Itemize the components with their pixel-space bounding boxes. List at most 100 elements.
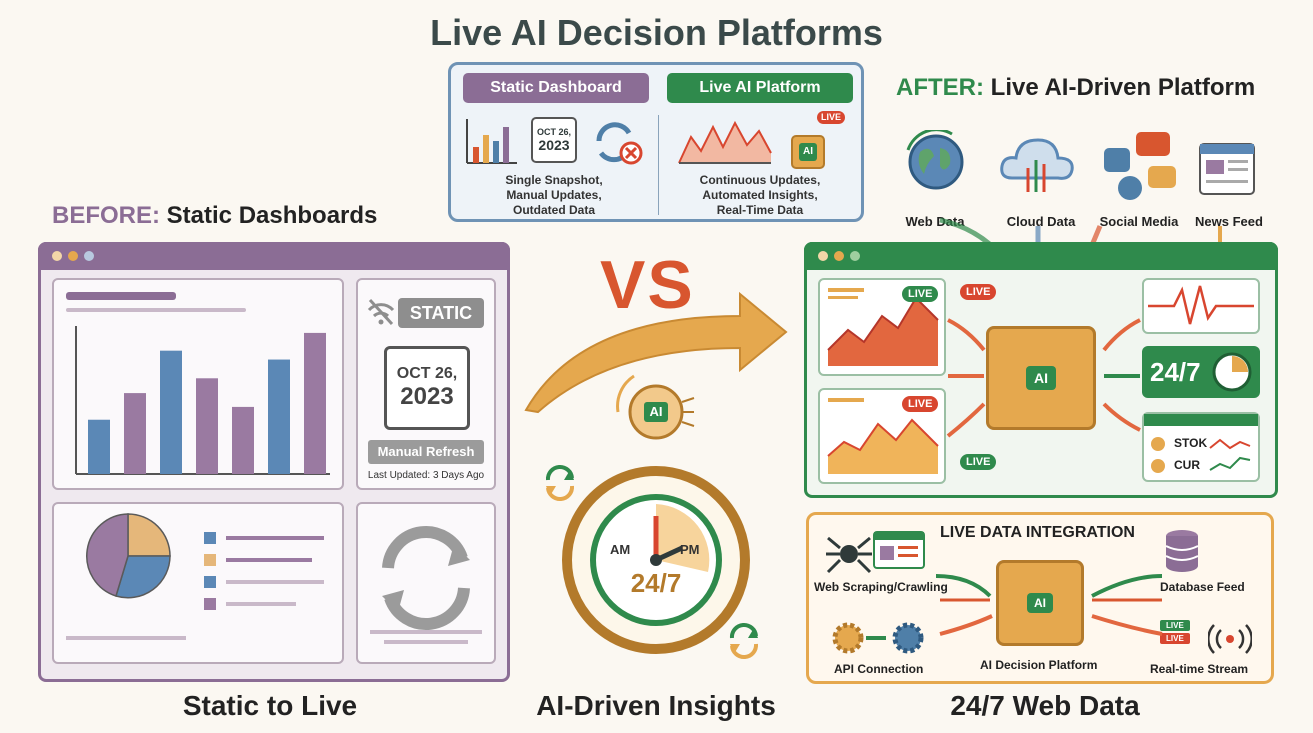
live-badge: LIVE <box>902 286 939 302</box>
caption-247-web-data: 24/7 Web Data <box>950 690 1140 721</box>
source-web-data: Web Data <box>905 214 965 229</box>
am-label: AM <box>610 542 631 557</box>
window-dot <box>818 251 828 261</box>
heartbeat-icon <box>1148 285 1254 325</box>
before-heading-text: Static Dashboards <box>166 202 378 229</box>
calendar-year: 2023 <box>538 137 570 153</box>
static-note: Manual Updates, <box>506 188 602 202</box>
database-feed-label: Database Feed <box>1160 580 1245 594</box>
ai-chip-label: AI <box>1027 593 1053 613</box>
window-dot <box>850 251 860 261</box>
realtime-stream-label: Real-time Stream <box>1150 662 1249 676</box>
api-gears-icon <box>832 622 924 654</box>
static-note: Single Snapshot, <box>505 173 603 187</box>
news-feed-icon <box>1199 143 1255 195</box>
window-dot <box>834 251 844 261</box>
caption-ai-driven-insights: AI-Driven Insights <box>536 690 776 721</box>
clock-247: 24/7 <box>630 568 682 598</box>
window-titlebar <box>38 242 510 270</box>
after-heading-text: Live AI-Driven Platform <box>990 74 1256 101</box>
cycle-icon <box>545 465 575 501</box>
live-platform-label: Live AI Platform <box>667 73 853 103</box>
live-chart-panel: LIVE <box>818 278 946 376</box>
broadcast-icon <box>1208 624 1252 654</box>
cloud-icon <box>1000 138 1074 192</box>
wifi-off-icon <box>367 298 395 326</box>
api-connection-label: API Connection <box>834 662 924 676</box>
database-icon <box>1165 530 1199 572</box>
calendar-month: OCT 26, <box>396 365 458 382</box>
bar <box>232 406 254 474</box>
before-keyword: BEFORE: <box>52 202 160 229</box>
live-badge: LIVE <box>1160 633 1190 644</box>
web-scraping-label: Web Scraping/Crawling <box>814 580 948 594</box>
after-heading: AFTER: Live AI-Driven Platform <box>896 74 1255 102</box>
ai-platform-chip: AI <box>986 326 1096 430</box>
stock-label: STOK <box>1174 436 1208 450</box>
last-updated-text: Last Updated: 3 Days Ago <box>367 470 485 481</box>
before-heading: BEFORE: Static Dashboards <box>52 202 377 230</box>
market-panel: STOK CUR <box>1142 412 1260 482</box>
comparison-box: Static Dashboard Live AI Platform OCT 26… <box>448 62 864 222</box>
bar <box>196 378 218 474</box>
ai-brain-icon: AI <box>616 372 696 452</box>
manual-refresh-button[interactable]: Manual Refresh <box>368 440 484 464</box>
calendar-icon: OCT 26, 2023 <box>384 346 470 430</box>
globe-icon <box>906 130 964 190</box>
vs-label: VS <box>600 247 695 323</box>
transition-arrow-icon <box>524 291 788 414</box>
live-note: Continuous Updates, <box>699 173 821 187</box>
source-news-feed: News Feed <box>1195 214 1263 229</box>
live-note: Real-Time Data <box>716 203 804 217</box>
static-notes: Single Snapshot, Manual Updates, Outdate… <box>459 173 649 218</box>
live-badge: LIVE <box>817 111 846 124</box>
static-badge: STATIC <box>398 298 484 328</box>
live-badge: LIVE <box>902 396 939 412</box>
bar <box>88 419 110 474</box>
source-social-media: Social Media <box>1099 214 1179 229</box>
currency-label: CUR <box>1174 458 1200 472</box>
pie-chart <box>66 513 324 640</box>
source-cloud-data: Cloud Data <box>1006 214 1076 229</box>
window-dot <box>68 251 78 261</box>
ai-decision-platform-label: AI Decision Platform <box>980 658 1098 672</box>
comparison-divider <box>658 115 659 215</box>
ai-label: AI <box>644 402 668 422</box>
live-line-chart-icon <box>678 120 772 164</box>
platform-arrows <box>946 318 1141 438</box>
after-keyword: AFTER: <box>896 74 984 101</box>
pie-chart-panel <box>52 502 344 664</box>
refresh-error-icon <box>596 122 643 165</box>
calendar-year: 2023 <box>400 383 454 410</box>
bar <box>124 393 146 474</box>
bar-chart <box>66 292 330 475</box>
calendar-icon: OCT 26, 2023 <box>531 117 577 163</box>
calendar-month: OCT 26, <box>536 127 571 137</box>
bar-chart-icon <box>466 119 517 164</box>
live-badge: LIVE <box>960 454 997 470</box>
integration-title: LIVE DATA INTEGRATION <box>940 524 1135 541</box>
integration-arrows <box>935 574 1163 636</box>
ai-decision-platform-chip: AI <box>996 560 1084 646</box>
bar <box>268 359 290 474</box>
spider-icon <box>826 536 872 574</box>
window-dot <box>52 251 62 261</box>
live-chart-panel: LIVE <box>818 388 946 484</box>
clock-face: AM PM 24/7 <box>590 494 722 626</box>
social-media-icon <box>1104 132 1176 200</box>
window-titlebar <box>804 242 1278 270</box>
caption-static-to-live: Static to Live <box>182 690 358 721</box>
live-stream-stack: LIVE LIVE <box>1160 620 1196 656</box>
live-badge: LIVE <box>1160 620 1190 631</box>
live-note: Automated Insights, <box>702 188 818 202</box>
window-dot <box>84 251 94 261</box>
refresh-icon <box>370 526 482 644</box>
live-badge: LIVE <box>960 284 997 300</box>
ai-chip-label: AI <box>799 143 817 161</box>
ai-chip-icon: AI <box>791 135 825 169</box>
clock-icon: AM PM 24/7 <box>562 466 750 654</box>
pulse-panel <box>1142 278 1260 334</box>
live-area-chart <box>827 398 939 474</box>
live-247-label: 24/7 <box>1150 357 1201 387</box>
cycle-icon <box>729 623 759 659</box>
